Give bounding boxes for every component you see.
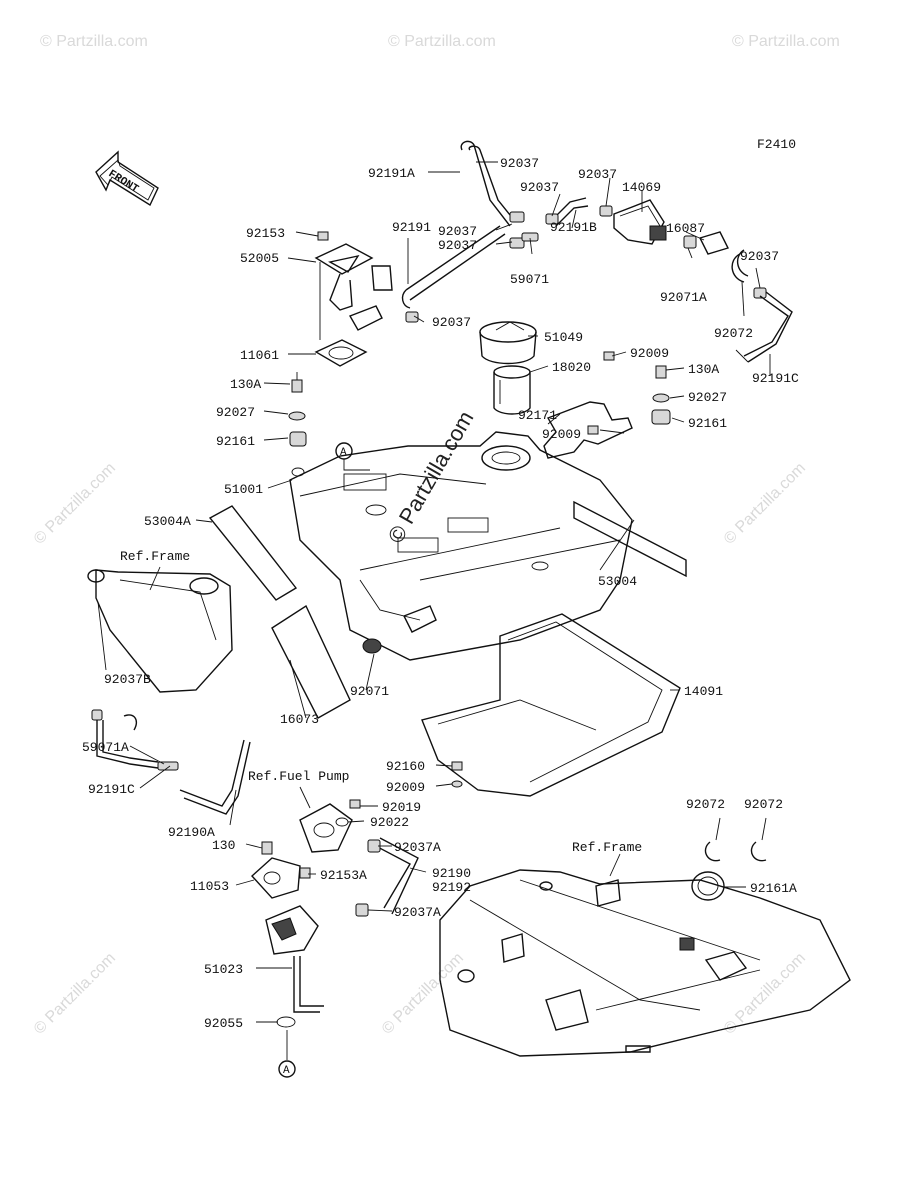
part-label: 92171: [518, 408, 557, 423]
part-label: 92072: [714, 326, 753, 341]
part-label: 130A: [688, 362, 719, 377]
vent-hose-assembly: [401, 140, 793, 363]
part-label: 59071A: [82, 740, 129, 755]
part-label: 14069: [622, 180, 661, 195]
watermark-center: © Partzilla.com: [383, 407, 479, 548]
part-label: 92019: [382, 800, 421, 815]
fuel-tank: [289, 431, 633, 661]
part-label: 92153A: [320, 868, 367, 883]
part-label: 51023: [204, 962, 243, 977]
part-label: 92071A: [660, 290, 707, 305]
callout-a-label: A: [283, 1065, 290, 1077]
part-label: 92072: [686, 797, 725, 812]
part-label: 92190: [432, 866, 471, 881]
part-label: 92071: [350, 684, 389, 699]
part-label: 59071: [510, 272, 549, 287]
pads: [208, 500, 687, 719]
part-label: 52005: [240, 251, 279, 266]
watermark: © Partzilla.com: [379, 950, 467, 1038]
part-label: 92037: [438, 224, 477, 239]
part-label: 16087: [666, 221, 705, 236]
callout-a-label: A: [340, 447, 347, 459]
part-label: 130: [212, 838, 235, 853]
frame-right: [439, 869, 851, 1057]
part-label: 92037B: [104, 672, 151, 687]
ref-frame-label: Ref.Frame: [572, 840, 642, 855]
part-label: 92037: [432, 315, 471, 330]
part-label: 51001: [224, 482, 263, 497]
fuel-line-left: [91, 709, 251, 815]
watermark: © Partzilla.com: [388, 33, 496, 50]
part-label: 92055: [204, 1016, 243, 1031]
part-label: 92191C: [88, 782, 135, 797]
part-label: 92161: [688, 416, 727, 431]
ref-fuel-pump-label: Ref.Fuel Pump: [248, 769, 349, 784]
part-label: 92037A: [394, 905, 441, 920]
fuel-sender-assembly: [314, 231, 393, 367]
callout-a-upper: A: [335, 442, 353, 460]
part-label: 92161A: [750, 881, 797, 896]
part-label: 16073: [280, 712, 319, 727]
part-label: 53004: [598, 574, 637, 589]
part-label: 92037: [438, 238, 477, 253]
watermark: © Partzilla.com: [732, 33, 840, 50]
leader-lines: [97, 161, 771, 1060]
frame-left: [87, 569, 233, 693]
part-label: 92191A: [368, 166, 415, 181]
filler-cap-assembly: [479, 321, 537, 415]
part-label: 18020: [552, 360, 591, 375]
part-label: 92037: [740, 249, 779, 264]
part-label: 11053: [190, 879, 229, 894]
part-label: 92037A: [394, 840, 441, 855]
watermark: © Partzilla.com: [31, 950, 119, 1038]
part-label: 92037: [500, 156, 539, 171]
watermark: © Partzilla.com: [721, 950, 809, 1038]
part-label: 92161: [216, 434, 255, 449]
part-label: 92191: [392, 220, 431, 235]
part-label: 92160: [386, 759, 425, 774]
bracket-92171: [543, 351, 633, 459]
watermark: © Partzilla.com: [40, 33, 148, 50]
part-label: 14091: [684, 684, 723, 699]
grommet-92161A: [691, 841, 767, 901]
front-label: FRONT: [106, 168, 141, 196]
part-label: 130A: [230, 377, 261, 392]
diagram-code: F2410: [757, 137, 796, 152]
part-labels: 92191A 92037 92037 92037 14069 92153 920…: [82, 156, 799, 1031]
part-label: 92009: [542, 427, 581, 442]
part-label: 92027: [688, 390, 727, 405]
reference-labels: Ref.Frame Ref.Fuel Pump Ref.Frame: [120, 549, 642, 855]
watermark: © Partzilla.com: [31, 460, 119, 548]
fuel-cock-assembly: [251, 799, 419, 1028]
part-label: 11061: [240, 348, 279, 363]
ref-frame-label: Ref.Frame: [120, 549, 190, 564]
part-label: 92191C: [752, 371, 799, 386]
part-label: 51049: [544, 330, 583, 345]
part-label: 92072: [744, 797, 783, 812]
part-label: 92009: [630, 346, 669, 361]
part-label: 92192: [432, 880, 471, 895]
callout-a-lower: A: [278, 1060, 296, 1078]
part-label: 92191B: [550, 220, 597, 235]
part-label: 92009: [386, 780, 425, 795]
part-label: 53004A: [144, 514, 191, 529]
part-label: 92037: [520, 180, 559, 195]
part-label: 92153: [246, 226, 285, 241]
tank-tray: [421, 613, 681, 797]
mount-right: [651, 365, 671, 425]
mount-left: [288, 372, 307, 447]
part-label: 92027: [216, 405, 255, 420]
part-label: 92022: [370, 815, 409, 830]
part-label: 92190A: [168, 825, 215, 840]
part-label: 92037: [578, 167, 617, 182]
front-arrow-icon: FRONT: [95, 150, 159, 207]
watermark: © Partzilla.com: [721, 460, 809, 548]
